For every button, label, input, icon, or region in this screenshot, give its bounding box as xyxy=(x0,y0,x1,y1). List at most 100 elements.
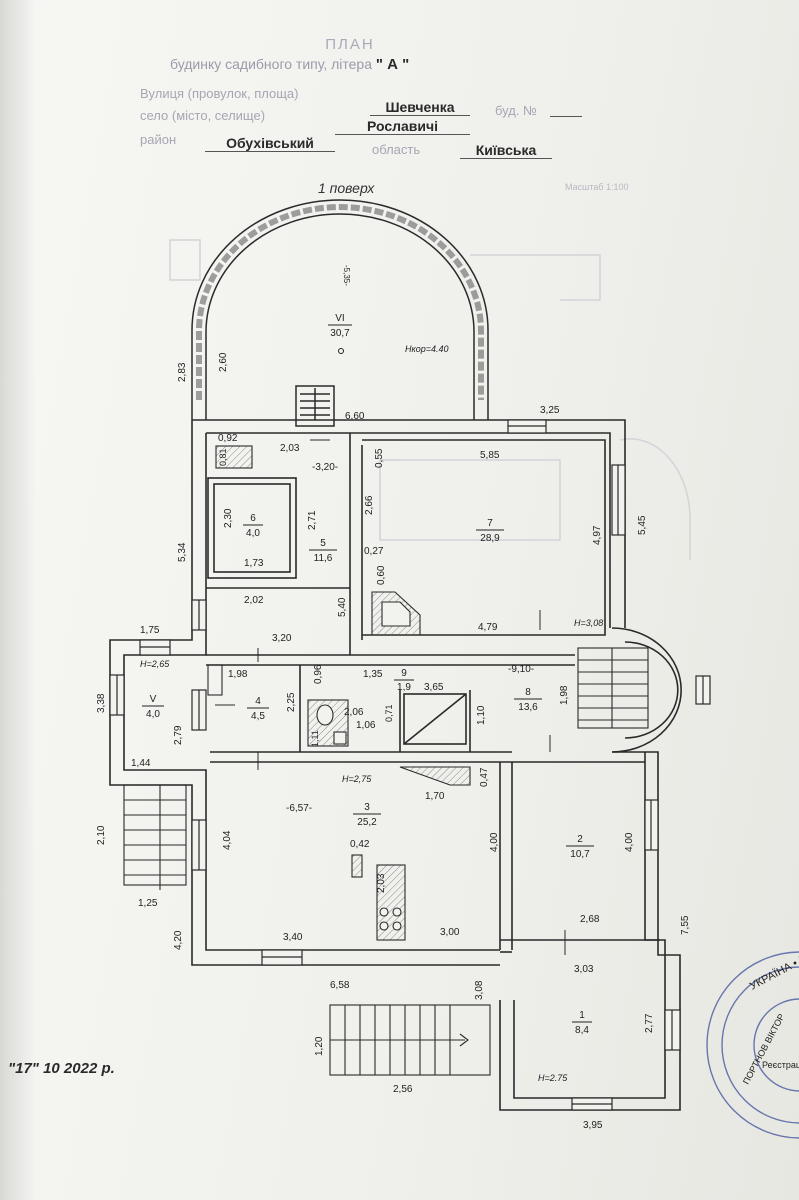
room-5-area: 11,6 xyxy=(314,553,333,564)
litera-value: " А " xyxy=(375,56,410,73)
dim: 5,85 xyxy=(480,450,500,461)
door-marks xyxy=(215,439,566,955)
dim: 1,10 xyxy=(476,705,487,725)
dim: 7,55 xyxy=(680,915,691,935)
dim: 3,65 xyxy=(424,682,444,693)
room-2-area: 10,7 xyxy=(570,849,590,860)
room-6-area: 4,0 xyxy=(246,528,260,539)
room-1-area: 8,4 xyxy=(575,1025,589,1036)
room-9-id: 9 xyxy=(401,668,407,679)
dim: 1,20 xyxy=(314,1036,325,1056)
room-7-id: 7 xyxy=(487,518,493,529)
dim: 1,06 xyxy=(356,720,376,731)
dim: 4,00 xyxy=(624,832,635,852)
windows xyxy=(109,419,711,1111)
dim: 2,30 xyxy=(223,508,234,528)
dim: 3,08 xyxy=(474,980,485,1000)
dim: 0,55 xyxy=(374,448,385,468)
room-2-id: 2 xyxy=(577,834,583,845)
dim: -5,35- xyxy=(342,265,351,286)
dim: 2,68 xyxy=(580,914,600,925)
room-1-id: 1 xyxy=(579,1010,585,1021)
dim: 1,70 xyxy=(425,791,445,802)
district-label: район xyxy=(140,132,177,147)
dim: 1,98 xyxy=(559,685,570,705)
dim: 0,47 xyxy=(479,767,490,787)
height-marks: Нкор=4.40 Н=3,08 Н=2,65 Н=2,75 Н=2.75 xyxy=(140,344,603,1083)
dim: 3,25 xyxy=(540,405,560,416)
stairs xyxy=(123,647,649,1080)
stamp-outer-text: УКРАЇНА • Інженер з технічної інвентариз… xyxy=(748,827,799,993)
roomV-height: Н=2,65 xyxy=(140,659,170,669)
dim: 4,00 xyxy=(489,832,500,852)
dim: 2,10 xyxy=(96,825,107,845)
dim: 0,81 xyxy=(218,448,228,466)
region-label: область xyxy=(372,142,421,157)
dim: 3,38 xyxy=(96,693,107,713)
room-5-id: 5 xyxy=(320,538,326,549)
street-value: Шевченка xyxy=(370,99,470,116)
room-4-id: 4 xyxy=(255,696,261,707)
room-3-area: 25,2 xyxy=(357,817,377,828)
terrace-height: Нкор=4.40 xyxy=(405,344,449,354)
dim: 3,40 xyxy=(283,932,303,943)
building-walls xyxy=(109,419,682,1111)
room-labels: VI 30,7 7 28,9 6 4,0 5 11,6 V 4,0 4 4,5 … xyxy=(142,313,594,1036)
room-VI-id: VI xyxy=(335,313,344,324)
dim: 5,45 xyxy=(637,515,648,535)
dim: 2,56 xyxy=(393,1084,413,1095)
dim: 0,71 xyxy=(384,704,394,722)
scale-text: Масштаб 1:100 xyxy=(565,182,629,192)
dim: 3,20 xyxy=(272,633,292,644)
dim: 1,44 xyxy=(131,758,151,769)
room-8-area: 13,6 xyxy=(518,702,538,713)
stamp-reg-text: Реєстраційний № 1472 xyxy=(762,1060,799,1070)
subtitle-prefix: будинку садибного типу, літера xyxy=(170,56,373,72)
dim: 4,97 xyxy=(592,525,603,545)
dim: 4,04 xyxy=(222,830,233,850)
village-value: Рославичі xyxy=(335,118,470,135)
dim: 1,75 xyxy=(140,625,160,636)
room1-height: Н=2.75 xyxy=(538,1073,568,1083)
house-label: буд. № xyxy=(495,103,537,118)
region-value: Київська xyxy=(460,142,552,159)
dim: 0,96 xyxy=(313,664,324,684)
room-7-area: 28,9 xyxy=(480,533,500,544)
dim: 2,03 xyxy=(376,873,387,893)
dimension-labels: -5,35- 2,83 2,60 6,60 3,25 0,92 0,81 2,0… xyxy=(96,265,691,1131)
room-9-area: 1,9 xyxy=(397,682,411,693)
dim: 3,03 xyxy=(574,964,594,975)
dim: 0,92 xyxy=(218,433,238,444)
room7-height: Н=3,08 xyxy=(574,618,603,628)
dim: 2,60 xyxy=(218,352,229,372)
village-label: село (місто, селище) xyxy=(140,108,266,123)
dim: 6,60 xyxy=(345,411,365,422)
dim: 2,71 xyxy=(307,510,318,530)
stamp-inner-text: ПОРТНОВ ВІКТОР xyxy=(741,1012,787,1086)
plan-title: ПЛАН xyxy=(325,36,375,53)
dim: 1,73 xyxy=(244,558,264,569)
room-8-id: 8 xyxy=(525,687,531,698)
floor-label: 1 поверх xyxy=(318,180,375,196)
plan-subtitle: будинку садибного типу, літера " А " xyxy=(170,56,409,73)
dim: 1,98 xyxy=(228,669,248,680)
room-VI-area: 30,7 xyxy=(330,328,350,339)
dim: 2,03 xyxy=(280,443,300,454)
dim: 0,27 xyxy=(364,546,384,557)
dim: 4,20 xyxy=(173,930,184,950)
dim: 2,79 xyxy=(173,725,184,745)
dim: 3,95 xyxy=(583,1120,603,1131)
page-fold-shadow xyxy=(0,0,36,1200)
dim: 2,06 xyxy=(344,707,364,718)
dim: 6,58 xyxy=(330,980,350,991)
dim: 1,11 xyxy=(310,730,320,747)
room-V-id: V xyxy=(150,694,157,705)
arched-terrace xyxy=(191,199,489,427)
dim: 1,35 xyxy=(363,669,383,680)
room-V-area: 4,0 xyxy=(146,709,160,720)
dim: 2,25 xyxy=(286,692,297,712)
dim: 0,42 xyxy=(350,839,370,850)
fixtures xyxy=(207,445,471,941)
dim: -3,20- xyxy=(312,462,338,473)
